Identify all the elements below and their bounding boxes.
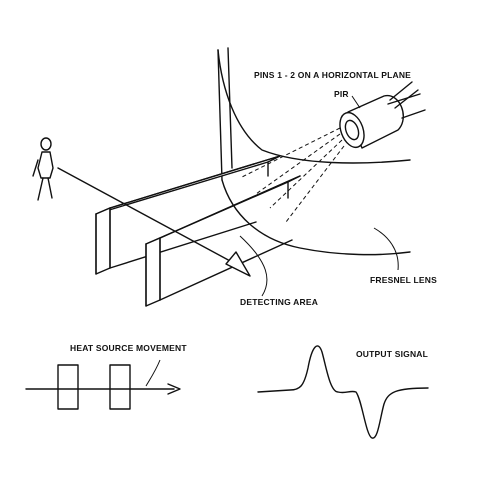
heat-source-inset [25, 359, 181, 410]
output-signal-waveform [257, 345, 429, 439]
beam-slab-left [95, 155, 281, 275]
detection-beams [239, 127, 345, 223]
heat-source-movement-label: HEAT SOURCE MOVEMENT [70, 343, 187, 353]
pins-label: PINS 1 - 2 ON A HORIZONTAL PLANE [254, 70, 411, 80]
fresnel-lens-shape [217, 47, 411, 256]
beam-slab-right [145, 175, 301, 307]
fresnel-lens-leader [373, 227, 399, 271]
pir-sensor-body [339, 81, 426, 149]
movement-arrow [57, 167, 251, 277]
detecting-area-label: DETECTING AREA [240, 297, 318, 307]
fresnel-lens-label: FRESNEL LENS [370, 275, 437, 285]
pir-leader-line [351, 95, 361, 109]
detecting-area-leader [239, 235, 268, 297]
person-figure [32, 137, 54, 201]
output-signal-label: OUTPUT SIGNAL [356, 349, 428, 359]
pir-label: PIR [334, 89, 349, 99]
